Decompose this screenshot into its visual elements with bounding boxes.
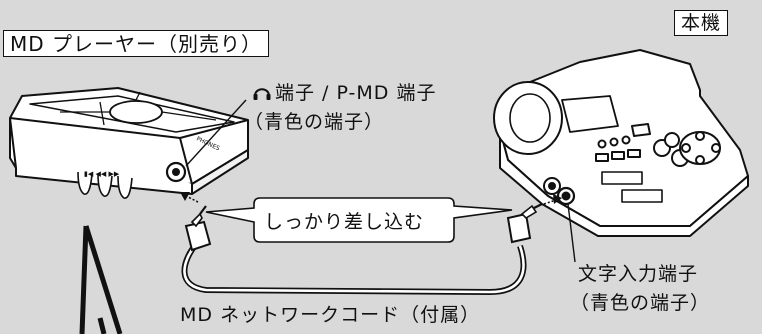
port-color-label: （青色の端子） bbox=[244, 111, 385, 133]
char-input-color-label: （青色の端子） bbox=[570, 292, 711, 314]
char-input-label: 文字入力端子 bbox=[578, 263, 699, 285]
cord-label: MD ネットワークコード（付属） bbox=[180, 304, 481, 326]
insert-arrows bbox=[180, 192, 562, 205]
md-player-device: ▮◀ ◀◀ ▶▶ PHONES bbox=[9, 87, 249, 199]
md-player-label: MD プレーヤー（別売り） bbox=[3, 30, 270, 57]
callout-bubble bbox=[205, 197, 513, 243]
main-unit-device bbox=[493, 49, 749, 237]
char-input-pointer-line bbox=[567, 203, 576, 263]
network-cord bbox=[181, 203, 543, 296]
port-label: 端子 / P-MD 端子 bbox=[252, 83, 436, 103]
headphone-icon bbox=[253, 88, 271, 100]
svg-text:▮◀ ◀◀ ▶▶: ▮◀ ◀◀ ▶▶ bbox=[84, 170, 120, 178]
strap-lines bbox=[79, 225, 123, 334]
callout-text: しっかり差し込む bbox=[264, 211, 425, 233]
port-label-text: 端子 / P-MD 端子 bbox=[275, 82, 437, 104]
main-unit-label: 本機 bbox=[674, 10, 729, 36]
port-pointer-line bbox=[185, 99, 247, 167]
